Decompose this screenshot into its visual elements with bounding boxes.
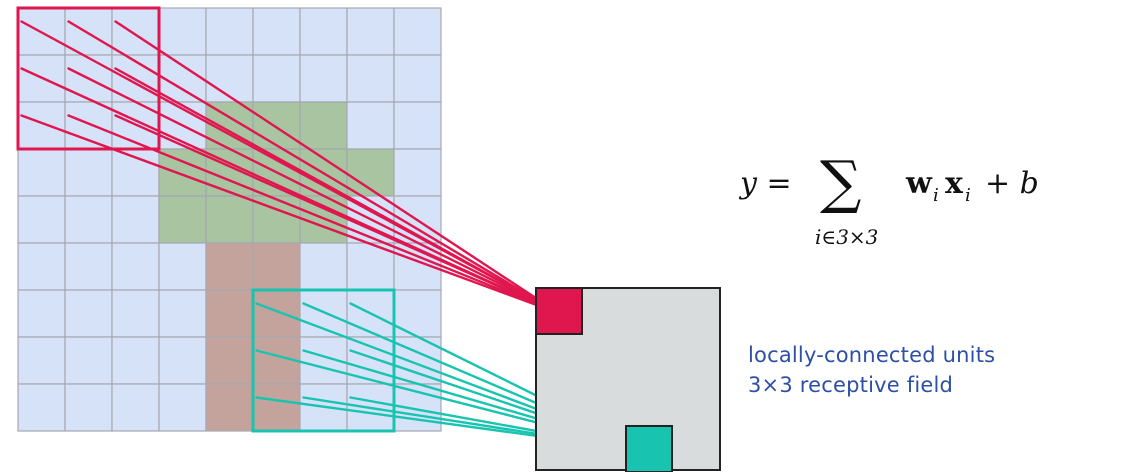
grid-cell xyxy=(253,243,300,290)
grid-cell xyxy=(394,290,441,337)
grid-cell xyxy=(206,290,253,337)
grid-cell xyxy=(65,243,112,290)
grid-cell xyxy=(65,149,112,196)
caption-line-1: locally-connected units xyxy=(748,340,995,370)
grid-cell xyxy=(206,384,253,431)
grid-cell xyxy=(18,290,65,337)
svg-text:x: x xyxy=(945,166,964,201)
grid-cell xyxy=(253,102,300,149)
grid-cell xyxy=(300,243,347,290)
formula: y = ∑ i∈3×3 w i x i + b xyxy=(738,148,1039,249)
grid-cell xyxy=(300,102,347,149)
grid-cell xyxy=(206,337,253,384)
grid-cell xyxy=(159,196,206,243)
grid-cell xyxy=(112,149,159,196)
svg-text:w: w xyxy=(905,166,933,201)
grid-cell xyxy=(112,384,159,431)
grid-cell xyxy=(300,8,347,55)
grid-cell xyxy=(112,243,159,290)
grid-cell xyxy=(206,196,253,243)
grid-cell xyxy=(18,384,65,431)
grid-cell xyxy=(18,149,65,196)
grid-cell xyxy=(159,290,206,337)
formula-sum-sign: ∑ xyxy=(820,148,861,216)
grid-cell xyxy=(206,55,253,102)
grid-cell xyxy=(300,55,347,102)
grid-cell xyxy=(394,102,441,149)
grid-cell xyxy=(112,196,159,243)
caption-line-2: 3×3 receptive field xyxy=(748,370,995,400)
svg-text:i: i xyxy=(933,185,939,206)
grid-cell xyxy=(159,243,206,290)
grid-cell xyxy=(394,149,441,196)
grid-cell xyxy=(159,384,206,431)
formula-term: w i x i xyxy=(905,166,971,206)
formula-subscript: i∈3×3 xyxy=(815,225,878,249)
grid-cell xyxy=(159,337,206,384)
grid-cell xyxy=(253,8,300,55)
grid-cell xyxy=(347,337,394,384)
formula-lhs: y = xyxy=(738,166,792,201)
grid-cell xyxy=(65,102,112,149)
grid-cell xyxy=(253,55,300,102)
grid-cell xyxy=(347,102,394,149)
top-left-unit xyxy=(536,288,582,334)
grid-cell xyxy=(112,337,159,384)
grid-cell xyxy=(159,8,206,55)
input-grid xyxy=(18,8,441,431)
grid-cell xyxy=(18,196,65,243)
grid-cell xyxy=(394,55,441,102)
svg-text:i: i xyxy=(965,185,971,206)
grid-cell xyxy=(18,102,65,149)
grid-cell xyxy=(65,196,112,243)
grid-cell xyxy=(112,290,159,337)
bottom-unit xyxy=(626,426,672,472)
grid-cell xyxy=(347,55,394,102)
grid-cell xyxy=(206,243,253,290)
caption: locally-connected units 3×3 receptive fi… xyxy=(748,340,995,400)
grid-cell xyxy=(206,8,253,55)
grid-cell xyxy=(112,8,159,55)
grid-cell xyxy=(18,243,65,290)
formula-rhs: + b xyxy=(985,166,1039,201)
grid-cell xyxy=(253,384,300,431)
grid-cell xyxy=(65,290,112,337)
grid-cell xyxy=(253,290,300,337)
grid-cell xyxy=(65,384,112,431)
grid-cell xyxy=(394,8,441,55)
grid-cell xyxy=(347,8,394,55)
grid-cell xyxy=(18,337,65,384)
output-feature-map xyxy=(536,288,720,472)
grid-cell xyxy=(65,337,112,384)
